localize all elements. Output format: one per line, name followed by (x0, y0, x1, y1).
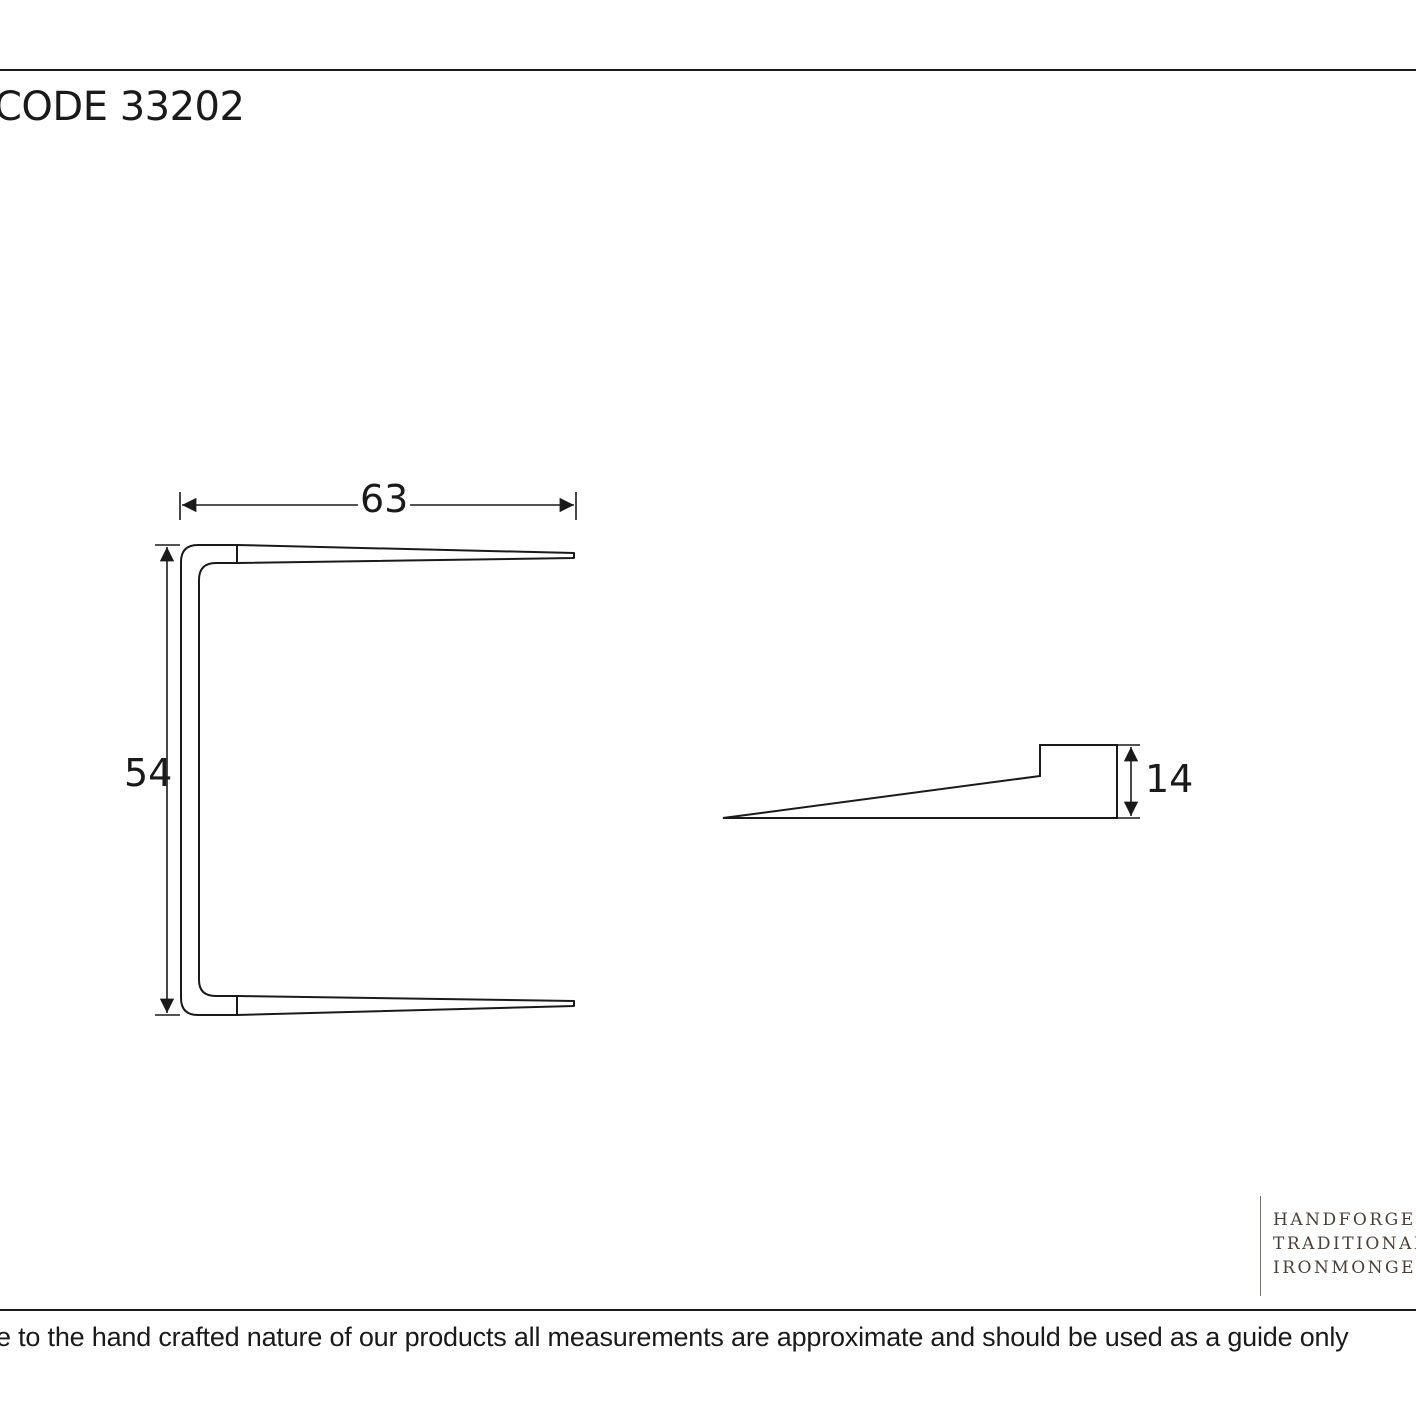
product-code: CODE 33202 (0, 84, 245, 130)
bottom-divider (0, 1309, 1416, 1311)
brand-line-1: HANDFORGED (1273, 1210, 1416, 1230)
staple-side-view (722, 744, 1118, 819)
brand-line-3: IRONMONGERY (1273, 1258, 1416, 1278)
staple-outer-outline (180, 544, 575, 1016)
thickness-label: 14 (1145, 757, 1194, 801)
top-divider (0, 69, 1416, 71)
staple-front-view (180, 544, 575, 1016)
height-label: 54 (124, 751, 173, 795)
brand-line-2: TRADITIONAL (1273, 1234, 1416, 1254)
height-dimension (155, 544, 180, 1016)
width-label: 63 (358, 477, 411, 521)
brand-logo: HANDFORGED TRADITIONAL IRONMONGERY (1260, 1196, 1416, 1296)
thickness-dimension (1117, 744, 1140, 819)
measurement-disclaimer: e to the hand crafted nature of our prod… (0, 1322, 1349, 1352)
